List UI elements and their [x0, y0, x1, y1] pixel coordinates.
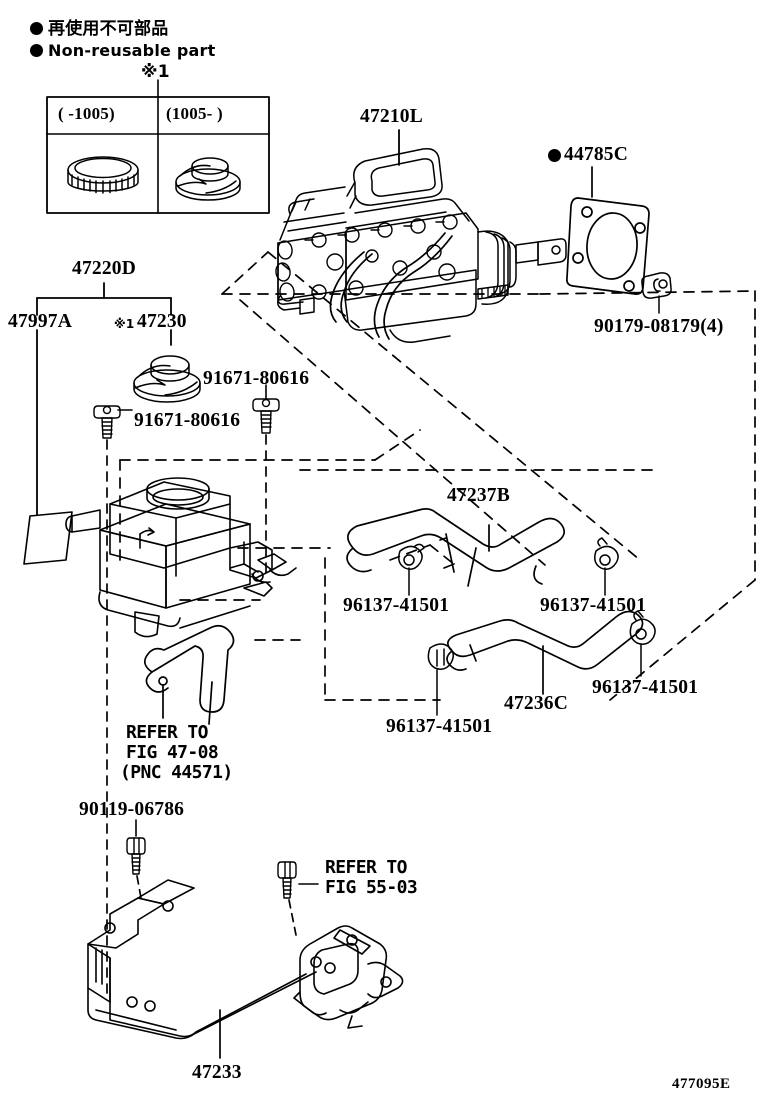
art-hose-ref-4708 [143, 624, 235, 725]
part-label-96137-3: 96137-41501 [386, 716, 493, 737]
art-clamp-2 [594, 537, 619, 596]
part-label-47997A: 47997A [8, 311, 73, 332]
icon-reservoir-cap-flanged [175, 157, 241, 201]
part-label-44785C: 44785C [564, 144, 629, 165]
non-reusable-marker-44785C [548, 149, 561, 162]
part-label-96137-2: 96137-41501 [540, 595, 647, 616]
art-group-bracket-47220D [36, 282, 172, 516]
art-bolt-90119 [126, 819, 146, 875]
non-reusable-marker-icon [30, 22, 43, 35]
art-reservoir-tank [65, 477, 297, 638]
part-label-91671-left: 91671-80616 [134, 410, 241, 431]
part-label-91671-right: 91671-80616 [203, 368, 310, 389]
art-booster-nut [641, 272, 672, 314]
art-clamp-3 [427, 643, 454, 716]
part-label-47236C: 47236C [504, 693, 569, 714]
art-caution-label [23, 511, 73, 565]
part-label-47230: 47230 [137, 311, 187, 332]
dashed-assembly-boundary [119, 251, 756, 701]
variant-col-0-header: ( -1005) [58, 104, 115, 123]
reference-fig-4708-line1: REFER TO [126, 722, 209, 743]
part-label-90119: 90119-06786 [79, 799, 185, 820]
part-label-96137-4: 96137-41501 [592, 677, 699, 698]
reference-fig-5503-line2: FIG 55-03 [325, 877, 418, 898]
art-brake-booster-assembly [275, 129, 567, 343]
art-clamp-4 [629, 610, 656, 677]
reference-fig-4708-line2: FIG 47-08 [126, 742, 219, 763]
part-label-96137-1: 96137-41501 [343, 595, 450, 616]
art-bolt-91671-left [93, 405, 133, 439]
part-label-47233: 47233 [192, 1062, 242, 1083]
part-label-90179: 90179-08179(4) [594, 316, 724, 337]
art-reservoir-cap [133, 355, 201, 403]
figure-code: 477095E [672, 1076, 731, 1092]
part-label-47210L: 47210L [360, 106, 423, 127]
art-bolt-ref-5503 [277, 861, 319, 899]
part-note-47230: ※1 [114, 317, 135, 331]
art-bracket-47233 [87, 879, 404, 1059]
non-reusable-marker-icon-2 [30, 44, 43, 57]
legend-english: Non-reusable part [30, 42, 215, 60]
part-label-47237B: 47237B [447, 485, 510, 506]
art-bolt-91671-right [252, 384, 280, 434]
legend-japanese: 再使用不可部品 [30, 19, 168, 39]
reference-fig-5503-line1: REFER TO [325, 857, 408, 878]
art-hose-47236C [446, 610, 644, 695]
reference-fig-4708-line3: (PNC 44571) [120, 762, 233, 783]
icon-reservoir-cap-knurled [67, 156, 139, 194]
art-booster-gasket [566, 166, 650, 295]
art-hose-47237B [346, 508, 566, 587]
variant-table-note-ref: ※1 [141, 62, 170, 82]
part-label-47220D: 47220D [72, 258, 137, 279]
variant-col-1-header: (1005- ) [166, 104, 223, 123]
variant-table-frame [46, 79, 270, 214]
